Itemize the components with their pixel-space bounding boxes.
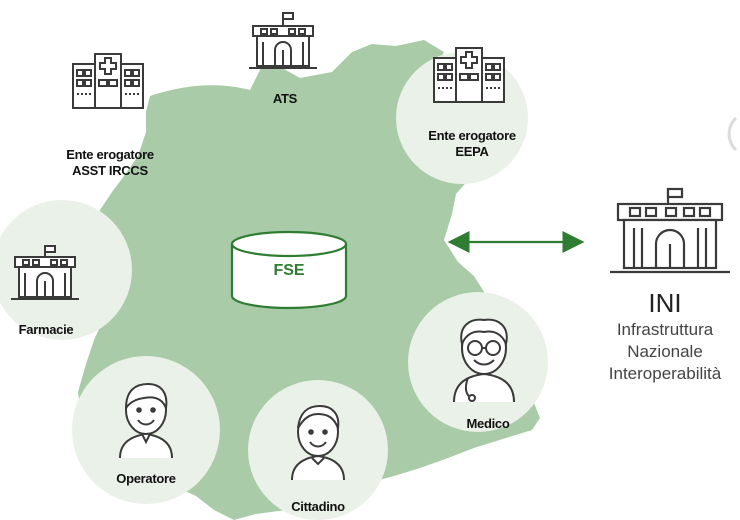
label-line: Cittadino xyxy=(291,499,345,514)
hospital-icon xyxy=(249,12,317,69)
label-line: Farmacie xyxy=(18,322,74,337)
fse-database-icon xyxy=(230,230,348,310)
node-label-ente-eepa: Ente erogatore EEPA xyxy=(412,128,532,160)
pharmacy-building-icon xyxy=(11,245,79,300)
person-icon xyxy=(291,404,345,481)
node-label-medico: Medico xyxy=(438,416,538,432)
doctor-icon xyxy=(453,318,515,403)
node-label-ente-asst: Ente erogatore ASST IRCCS xyxy=(50,147,170,179)
label-line: Ente erogatore xyxy=(66,147,154,162)
label-line: Ente erogatore xyxy=(428,128,516,143)
node-label-farmacie: Farmacie xyxy=(4,322,88,338)
label-line: Operatore xyxy=(116,471,176,486)
clinic-building-icon xyxy=(72,53,144,109)
ini-subtitle-line: Interoperabilità xyxy=(608,364,722,383)
government-building-icon xyxy=(610,187,730,274)
node-label-operatore: Operatore xyxy=(96,471,196,487)
person-icon xyxy=(119,382,173,459)
fse-label: FSE xyxy=(273,262,305,279)
clinic-building-icon xyxy=(433,47,505,103)
label-line: ATS xyxy=(272,91,298,106)
label-line: Medico xyxy=(466,416,510,431)
partial-circle-edge xyxy=(727,116,738,152)
ini-subtitle-line: Infrastruttura xyxy=(616,320,714,339)
ini-subtitle-line: Nazionale xyxy=(627,342,703,361)
ini-title: INI xyxy=(648,288,682,318)
label-line: ASST IRCCS xyxy=(72,163,148,178)
node-label-cittadino: Cittadino xyxy=(268,499,368,515)
label-line: EEPA xyxy=(455,144,489,159)
node-label-ats: ATS xyxy=(240,91,330,107)
